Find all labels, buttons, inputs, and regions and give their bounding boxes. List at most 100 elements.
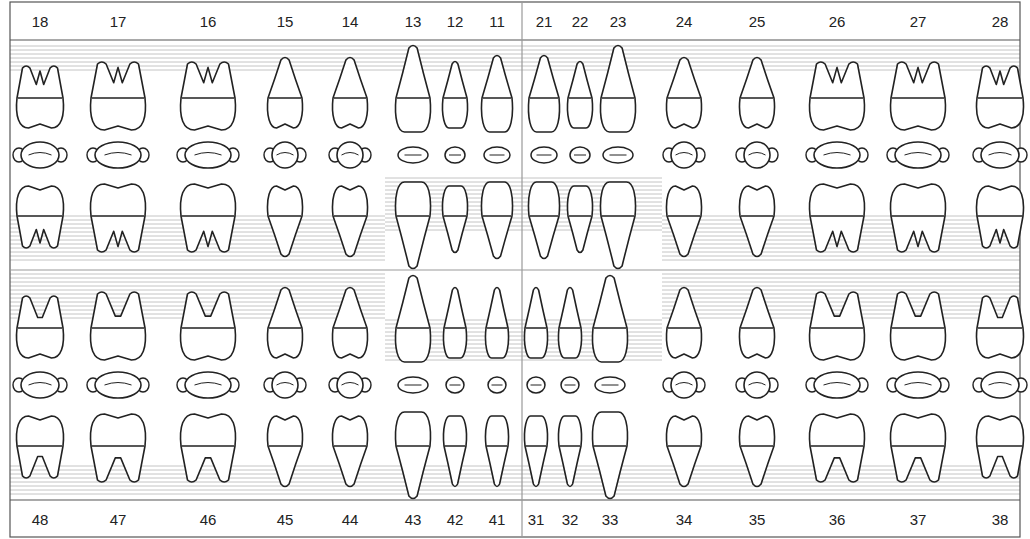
teeth bbox=[13, 46, 1027, 499]
tooth-lingual-view bbox=[267, 416, 302, 487]
incisal-edge bbox=[602, 385, 619, 386]
tooth-buccal-view bbox=[739, 58, 774, 129]
tooth-number: 37 bbox=[910, 512, 927, 527]
tooth-lingual-view bbox=[810, 414, 865, 482]
occlusal-outline bbox=[671, 372, 697, 398]
tooth-lingual-view bbox=[891, 414, 946, 482]
tooth-number: 43 bbox=[405, 512, 422, 527]
fissure-line bbox=[749, 383, 766, 386]
tooth-number: 41 bbox=[489, 512, 506, 527]
tooth-number: 18 bbox=[32, 14, 49, 29]
guide-line bbox=[10, 58, 1020, 59]
tooth-occlusal-view bbox=[398, 147, 428, 163]
tooth-number: 17 bbox=[110, 14, 127, 29]
guide-line bbox=[662, 252, 1020, 253]
tooth-occlusal-view bbox=[531, 147, 557, 163]
tooth-occlusal-view bbox=[177, 142, 239, 168]
fissure-line bbox=[29, 383, 52, 386]
tooth-number: 23 bbox=[610, 14, 627, 29]
incisal-outline bbox=[531, 147, 557, 163]
tooth-buccal-view bbox=[16, 66, 63, 128]
tooth-buccal-view bbox=[91, 62, 146, 130]
tooth-buccal-view bbox=[442, 62, 467, 129]
tooth-occlusal-view bbox=[887, 142, 949, 168]
footer-rule bbox=[10, 499, 1020, 500]
occlusal-outline bbox=[671, 142, 697, 168]
guide-line bbox=[10, 62, 1020, 63]
guide-line bbox=[662, 244, 1020, 245]
tooth-lingual-view bbox=[810, 184, 865, 252]
tooth-lingual-view bbox=[592, 412, 627, 499]
fissure-line bbox=[105, 383, 132, 386]
tooth-buccal-view bbox=[395, 276, 430, 363]
incisal-outline bbox=[488, 377, 506, 393]
incisal-edge bbox=[492, 385, 503, 386]
tooth-occlusal-view bbox=[87, 372, 149, 398]
incisal-outline bbox=[398, 377, 428, 393]
tooth-buccal-view bbox=[739, 288, 774, 359]
tooth-lingual-view bbox=[524, 416, 547, 487]
guide-line bbox=[10, 478, 1020, 479]
tooth-lingual-view bbox=[666, 416, 701, 487]
tooth-number: 48 bbox=[32, 512, 49, 527]
tooth-occlusal-view bbox=[484, 147, 510, 163]
guide-line bbox=[10, 50, 1020, 51]
fissure-line bbox=[195, 153, 222, 156]
tooth-occlusal-view bbox=[736, 142, 778, 168]
incisal-edge bbox=[610, 155, 627, 156]
fissure-line bbox=[277, 383, 294, 386]
occlusal-outline bbox=[895, 372, 941, 398]
tooth-occlusal-view bbox=[87, 142, 149, 168]
fissure-line bbox=[905, 153, 932, 156]
fissure-line bbox=[989, 153, 1012, 156]
incisal-outline bbox=[398, 147, 428, 163]
guide-line bbox=[10, 282, 385, 283]
outer-border bbox=[10, 2, 1020, 537]
tooth-occlusal-view bbox=[570, 147, 590, 163]
guide-line bbox=[662, 240, 1020, 241]
guide-line bbox=[10, 256, 385, 257]
occlusal-outline bbox=[21, 142, 59, 168]
tooth-occlusal-view bbox=[806, 372, 868, 398]
occlusal-outline bbox=[185, 142, 231, 168]
incisal-edge bbox=[405, 385, 422, 386]
tooth-number: 25 bbox=[749, 14, 766, 29]
incisal-outline bbox=[603, 147, 633, 163]
tooth-occlusal-view bbox=[445, 147, 465, 163]
tooth-number: 46 bbox=[200, 512, 217, 527]
tooth-lingual-view bbox=[443, 416, 466, 487]
guide-line bbox=[10, 290, 385, 291]
tooth-number: 45 bbox=[277, 512, 294, 527]
tooth-number: 42 bbox=[447, 512, 464, 527]
tooth-occlusal-view bbox=[603, 147, 633, 163]
occlusal-outline bbox=[95, 142, 141, 168]
tooth-lingual-view bbox=[600, 182, 635, 269]
fissure-line bbox=[105, 153, 132, 156]
guide-line bbox=[662, 306, 1020, 307]
incisal-outline bbox=[484, 147, 510, 163]
tooth-number: 21 bbox=[536, 14, 553, 29]
tooth-buccal-view bbox=[181, 62, 236, 130]
tooth-lingual-view bbox=[558, 416, 581, 487]
incisal-edge bbox=[405, 155, 422, 156]
tooth-number: 24 bbox=[676, 14, 693, 29]
tooth-lingual-view bbox=[976, 416, 1023, 478]
tooth-occlusal-view bbox=[806, 142, 868, 168]
tooth-buccal-view bbox=[810, 62, 865, 130]
guide-line bbox=[10, 474, 1020, 475]
fissure-line bbox=[824, 383, 851, 386]
fissure-line bbox=[29, 153, 52, 156]
tooth-number: 31 bbox=[528, 512, 545, 527]
tooth-buccal-view bbox=[267, 288, 302, 359]
fissure-line bbox=[342, 383, 359, 386]
tooth-lingual-view bbox=[16, 186, 63, 248]
tooth-number: 33 bbox=[602, 512, 619, 527]
tooth-number: 13 bbox=[405, 14, 422, 29]
tooth-buccal-view bbox=[810, 292, 865, 360]
header-rule bbox=[10, 39, 1020, 40]
occlusal-outline bbox=[337, 142, 363, 168]
tooth-occlusal-view bbox=[13, 142, 67, 168]
occlusal-outline bbox=[272, 142, 298, 168]
guide-line bbox=[662, 260, 1020, 261]
tooth-buccal-view bbox=[91, 292, 146, 360]
